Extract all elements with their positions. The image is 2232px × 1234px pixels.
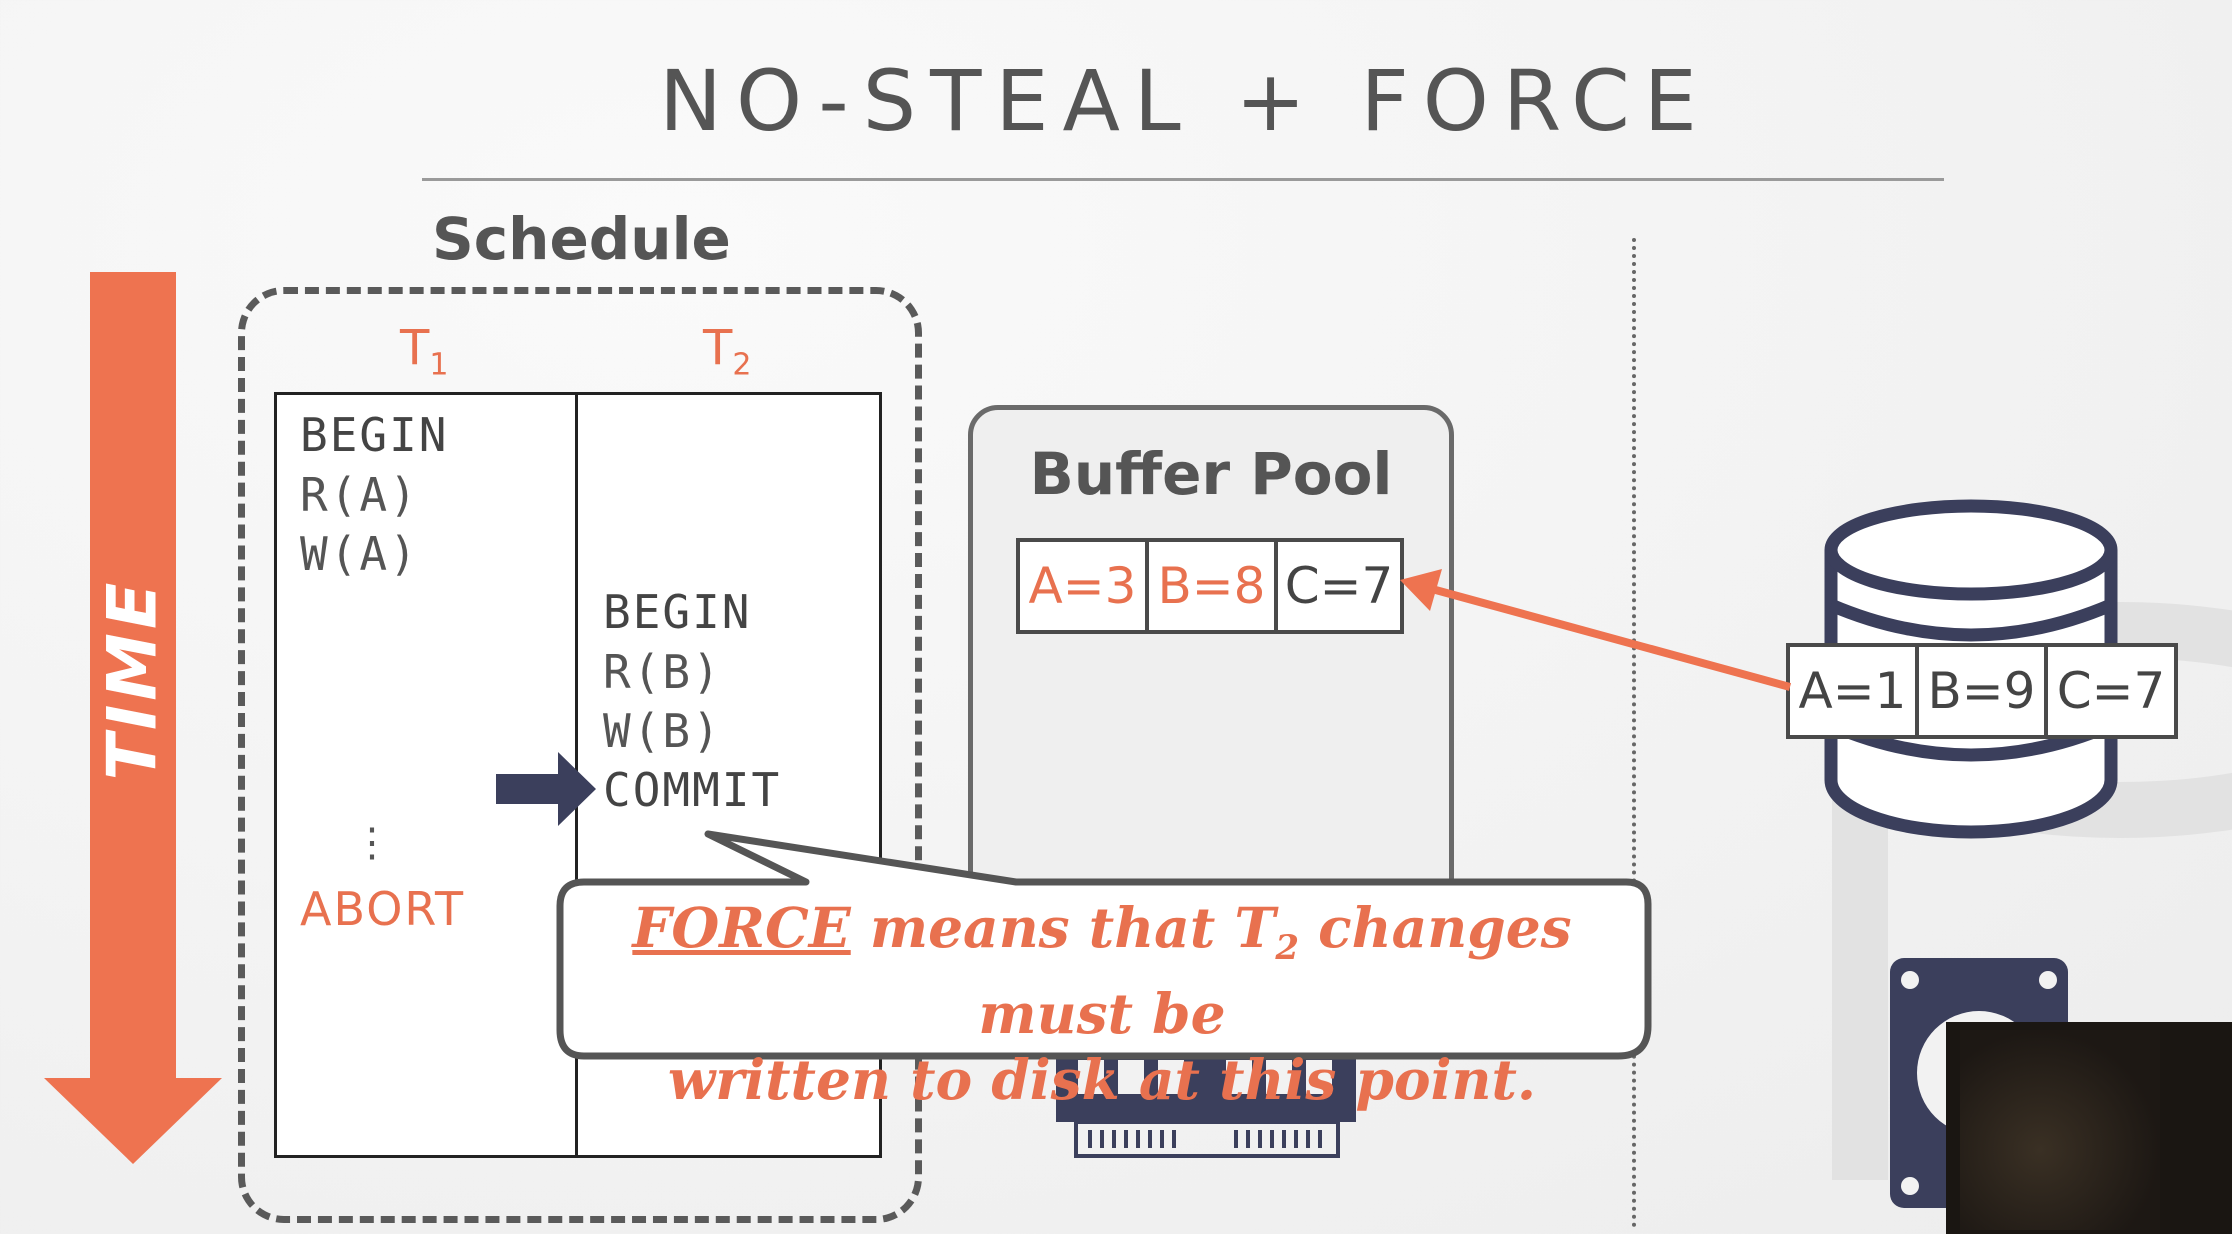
t1-op-write-a: W(A): [300, 527, 419, 581]
callout-after-text: changes must be: [978, 895, 1572, 1046]
pointer-arrow-icon: [496, 752, 596, 826]
t2-op-commit: COMMIT: [603, 763, 782, 817]
time-arrow-icon: [90, 272, 176, 1082]
slide-title: NO-STEAL + FORCE: [659, 52, 1711, 150]
t2-header: T2: [703, 320, 752, 383]
buffer-pool-label: Buffer Pool: [1029, 440, 1393, 508]
t1-op-begin: BEGIN: [300, 408, 449, 462]
t1-op-read-a: R(A): [300, 468, 419, 522]
schedule-frame: [238, 287, 922, 1223]
time-label: TIME: [93, 578, 173, 781]
disk-cell-a: A=1: [1786, 643, 1919, 739]
disk-to-buffer-arrow-icon: [1400, 569, 1792, 691]
time-arrow-head-icon: [44, 1078, 222, 1164]
buffer-pool-pages: A=3 B=8 C=7: [1016, 538, 1404, 634]
t1-op-abort: ABORT: [300, 882, 466, 936]
buffer-cell-b: B=8: [1145, 538, 1278, 634]
memory-disk-divider: [1632, 238, 1636, 1228]
t2-op-begin: BEGIN: [603, 585, 752, 639]
disk-cell-c: C=7: [2044, 643, 2178, 739]
disk-cell-b: B=9: [1915, 643, 2048, 739]
t2-op-write-b: W(B): [603, 704, 722, 758]
schedule-label: Schedule: [432, 205, 731, 273]
t1-ellipsis: ⋮: [352, 820, 394, 866]
callout-line-1: FORCE means that T2 changes must be: [560, 895, 1644, 1047]
callout-line-2: written to disk at this point.: [667, 1047, 1537, 1112]
callout-subscript: 2: [1275, 928, 1299, 968]
buffer-cell-a: A=3: [1016, 538, 1149, 634]
buffer-pool-panel: [968, 405, 1454, 925]
force-callout-text: FORCE means that T2 changes must be writ…: [560, 895, 1644, 1113]
disk-pages: A=1 B=9 C=7: [1786, 643, 2178, 739]
webcam-video: [1960, 1030, 2160, 1230]
title-divider: [422, 178, 1944, 181]
force-callout-bubble: [556, 830, 1652, 1060]
t1-header: T1: [400, 320, 449, 383]
callout-force-word: FORCE: [632, 895, 851, 960]
buffer-cell-c: C=7: [1274, 538, 1404, 634]
callout-middle-text: means that T: [850, 895, 1276, 960]
t2-op-read-b: R(B): [603, 645, 722, 699]
